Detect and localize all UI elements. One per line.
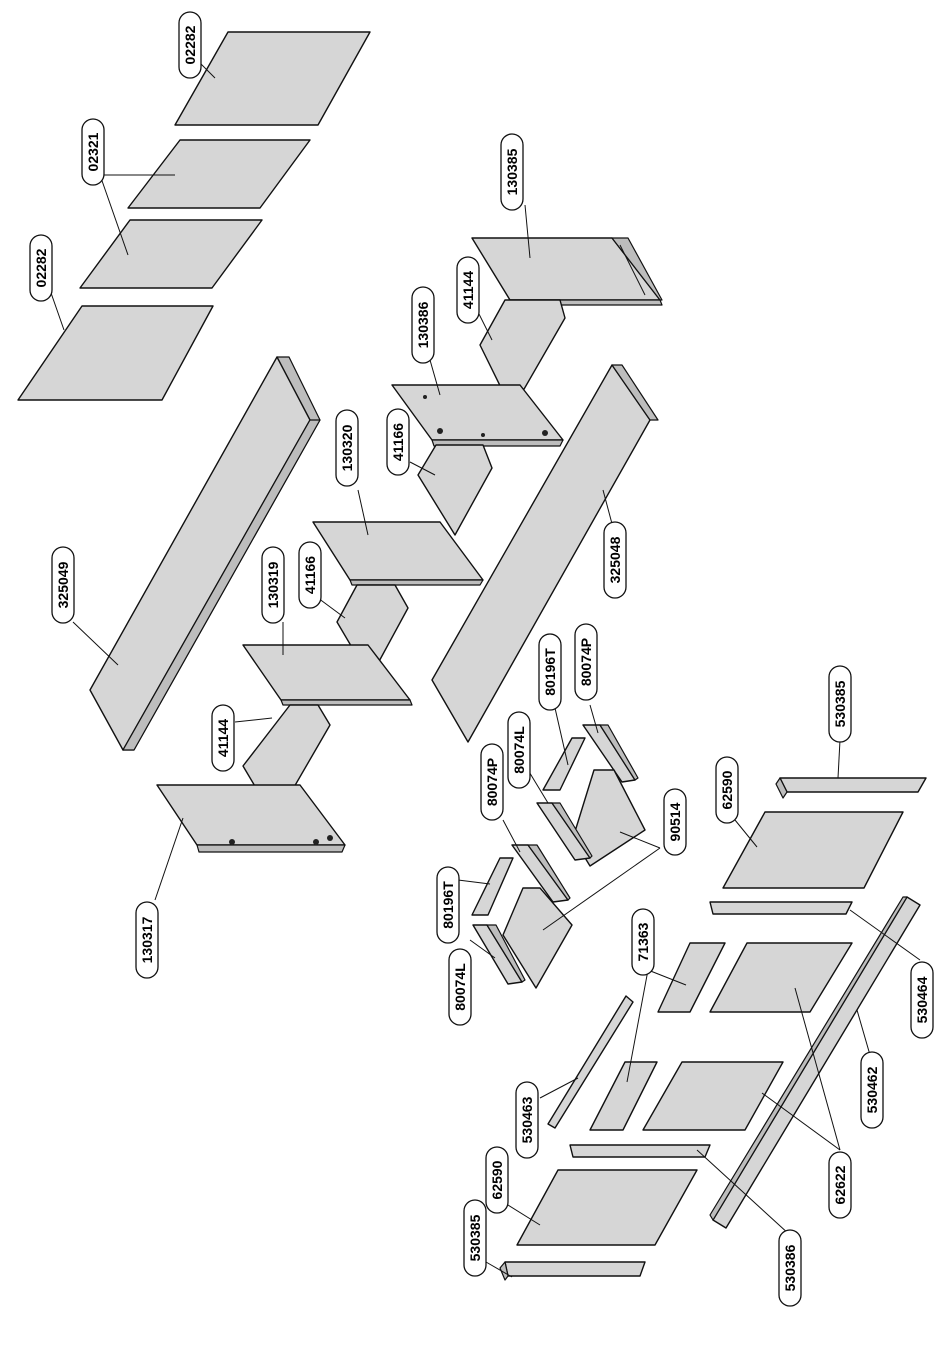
- part-tag-80074L: 80074L: [508, 712, 530, 788]
- svg-text:62622: 62622: [832, 1165, 848, 1204]
- svg-text:62590: 62590: [489, 1160, 505, 1199]
- back-panel-02321-lower: [80, 220, 262, 288]
- svg-text:530385: 530385: [832, 680, 848, 727]
- hole: [423, 395, 427, 399]
- part-tag-130320: 130320: [336, 410, 358, 486]
- svg-text:530462: 530462: [864, 1066, 880, 1113]
- svg-text:02321: 02321: [85, 132, 101, 171]
- part-tag-530462: 530462: [861, 1052, 883, 1128]
- svg-text:71363: 71363: [635, 922, 651, 961]
- panel-group: [18, 32, 926, 1280]
- door-panel-62590-left: [517, 1170, 697, 1245]
- base-130317-front: [197, 845, 345, 852]
- svg-text:325048: 325048: [607, 536, 623, 583]
- part-tag-02282: 02282: [30, 235, 52, 301]
- part-tag-530385: 530385: [829, 666, 851, 742]
- part-tag-41144: 41144: [212, 705, 234, 771]
- hole: [313, 839, 319, 845]
- part-tag-130319: 130319: [262, 547, 284, 623]
- svg-text:530464: 530464: [914, 976, 930, 1023]
- part-tag-130386: 130386: [412, 287, 434, 363]
- part-tag-62590: 62590: [716, 757, 738, 823]
- part-tag-80074L: 80074L: [449, 949, 471, 1025]
- svg-text:41144: 41144: [215, 719, 231, 757]
- drawer-back-80196T-left: [472, 858, 513, 915]
- shelf-130319: [243, 645, 410, 700]
- part-tag-41144: 41144: [457, 257, 479, 323]
- svg-text:130319: 130319: [265, 561, 281, 608]
- door-panel-62590-right: [723, 812, 903, 888]
- shelf-130386: [392, 385, 563, 440]
- part-tag-530464: 530464: [911, 962, 933, 1038]
- rail-530464: [710, 902, 852, 914]
- rail-530385-left: [505, 1262, 645, 1276]
- hole: [327, 835, 333, 841]
- part-tag-41166: 41166: [387, 409, 409, 475]
- part-tag-02321: 02321: [82, 119, 104, 185]
- svg-text:02282: 02282: [33, 248, 49, 287]
- svg-text:130320: 130320: [339, 424, 355, 471]
- part-tag-325049: 325049: [52, 547, 74, 623]
- svg-text:130386: 130386: [415, 301, 431, 348]
- part-tag-02282: 02282: [179, 12, 201, 78]
- part-tag-90514: 90514: [664, 789, 686, 855]
- rail-530385-right: [780, 778, 926, 792]
- back-panel-02282-left: [18, 306, 213, 400]
- part-tag-80074P: 80074P: [575, 624, 597, 700]
- hole: [481, 433, 485, 437]
- shelf-130320-front: [350, 580, 483, 585]
- back-panel-02282-top: [175, 32, 370, 125]
- part-tag-80196T: 80196T: [437, 867, 459, 943]
- svg-text:130317: 130317: [139, 916, 155, 963]
- back-panel-02321-upper: [128, 140, 310, 208]
- svg-text:80074L: 80074L: [452, 963, 468, 1011]
- svg-text:80074L: 80074L: [511, 726, 527, 774]
- part-tag-71363: 71363: [632, 909, 654, 975]
- svg-text:62590: 62590: [719, 770, 735, 809]
- part-tag-80196T: 80196T: [539, 634, 561, 710]
- svg-text:530386: 530386: [782, 1244, 798, 1291]
- svg-text:80074P: 80074P: [578, 638, 594, 686]
- svg-text:80074P: 80074P: [484, 758, 500, 806]
- door-panel-62622-upper: [710, 943, 852, 1012]
- part-tag-325048: 325048: [604, 522, 626, 598]
- svg-text:41166: 41166: [302, 556, 318, 594]
- svg-text:530385: 530385: [467, 1214, 483, 1261]
- base-130317: [157, 785, 345, 845]
- svg-text:02282: 02282: [182, 25, 198, 64]
- part-tag-530386: 530386: [779, 1230, 801, 1306]
- door-panel-62622-lower: [643, 1062, 783, 1130]
- hole: [542, 430, 548, 436]
- shelf-130319-front: [281, 700, 412, 705]
- part-tag-130385: 130385: [501, 134, 523, 210]
- svg-text:41166: 41166: [390, 423, 406, 461]
- svg-text:325049: 325049: [55, 561, 71, 608]
- svg-text:80196T: 80196T: [440, 881, 456, 929]
- part-tag-530463: 530463: [516, 1082, 538, 1158]
- svg-text:130385: 130385: [504, 148, 520, 195]
- rail-530386: [570, 1145, 710, 1157]
- svg-text:90514: 90514: [667, 802, 683, 841]
- part-tag-530385: 530385: [464, 1200, 486, 1276]
- part-tag-62590: 62590: [486, 1147, 508, 1213]
- svg-text:80196T: 80196T: [542, 648, 558, 696]
- part-tag-41166: 41166: [299, 542, 321, 608]
- glass-71363-lower: [590, 1062, 657, 1130]
- svg-text:41144: 41144: [460, 271, 476, 309]
- part-tag-62622: 62622: [829, 1152, 851, 1218]
- part-tag-80074P: 80074P: [481, 744, 503, 820]
- part-tag-130317: 130317: [136, 902, 158, 978]
- hole: [437, 428, 443, 434]
- svg-text:530463: 530463: [519, 1096, 535, 1143]
- hole: [229, 839, 235, 845]
